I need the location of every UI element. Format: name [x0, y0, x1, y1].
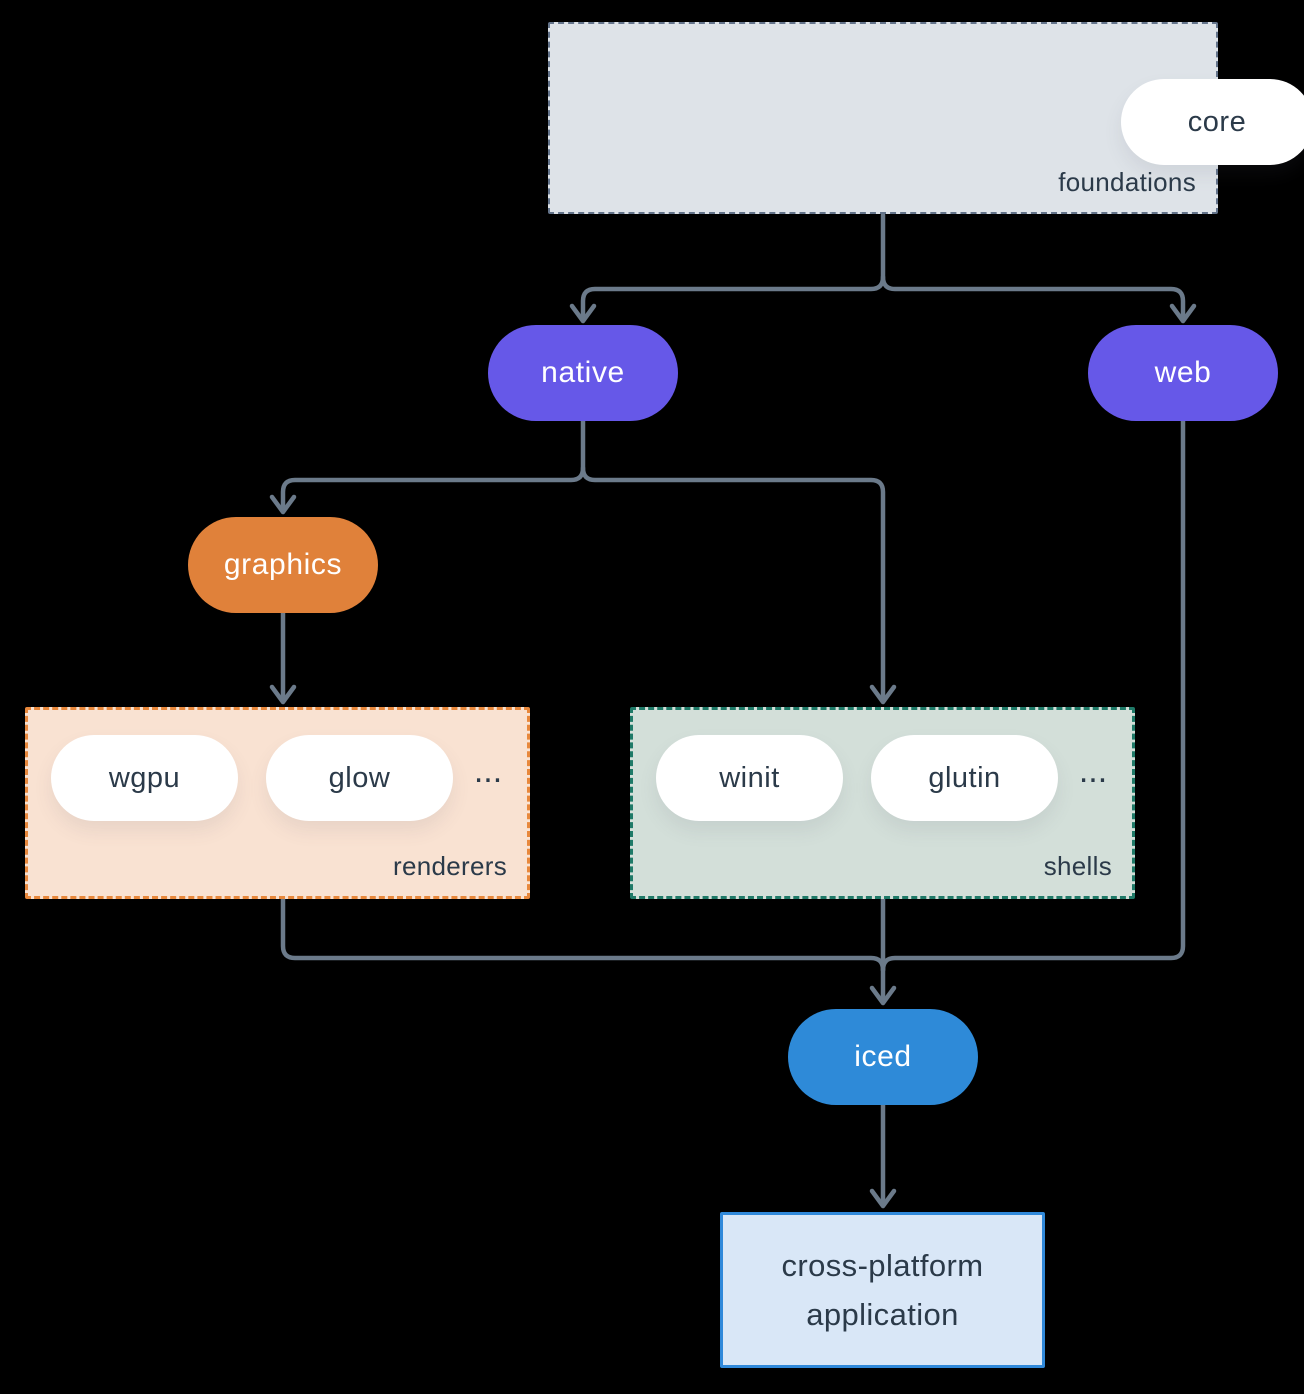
shells-group-label: shells [1043, 851, 1112, 881]
node-iced: iced [788, 1009, 978, 1105]
renderers-group: wgpu glow ... renderers [25, 707, 530, 899]
renderers-group-label: renderers [393, 851, 507, 881]
arrowhead-renderers [269, 684, 297, 705]
node-wgpu: wgpu [51, 735, 238, 821]
node-glow: glow [266, 735, 453, 821]
application-label-line1: cross-platform [781, 1248, 984, 1283]
foundations-group-label: foundations [1058, 167, 1196, 197]
node-native: native [488, 325, 678, 421]
arrowhead-shells [869, 684, 897, 705]
shells-group: winit glutin ... shells [630, 707, 1135, 899]
arrow-foundations-web [880, 274, 1186, 318]
arrow-renderers-iced [280, 896, 886, 973]
node-core: core [1121, 79, 1304, 165]
foundations-group: core futures style foundations [548, 22, 1304, 214]
application-label-line2: application [806, 1297, 959, 1332]
arrowhead-iced [869, 985, 897, 1006]
arrow-native-shells [580, 465, 886, 699]
shells-ellipsis: ... [1078, 752, 1108, 790]
node-glutin: glutin [871, 735, 1058, 821]
node-winit: winit [656, 735, 843, 821]
node-graphics: graphics [188, 517, 378, 613]
arrowhead-native [569, 303, 597, 324]
arrowhead-application [869, 1188, 897, 1209]
arrowhead-web [1169, 303, 1197, 324]
cross-platform-application-box: cross-platform application [720, 1212, 1045, 1368]
arrow-native-graphics [280, 418, 586, 509]
arrowhead-graphics [269, 494, 297, 515]
arrow-foundations-native [580, 212, 886, 318]
renderers-ellipsis: ... [473, 752, 503, 790]
node-web: web [1088, 325, 1278, 421]
